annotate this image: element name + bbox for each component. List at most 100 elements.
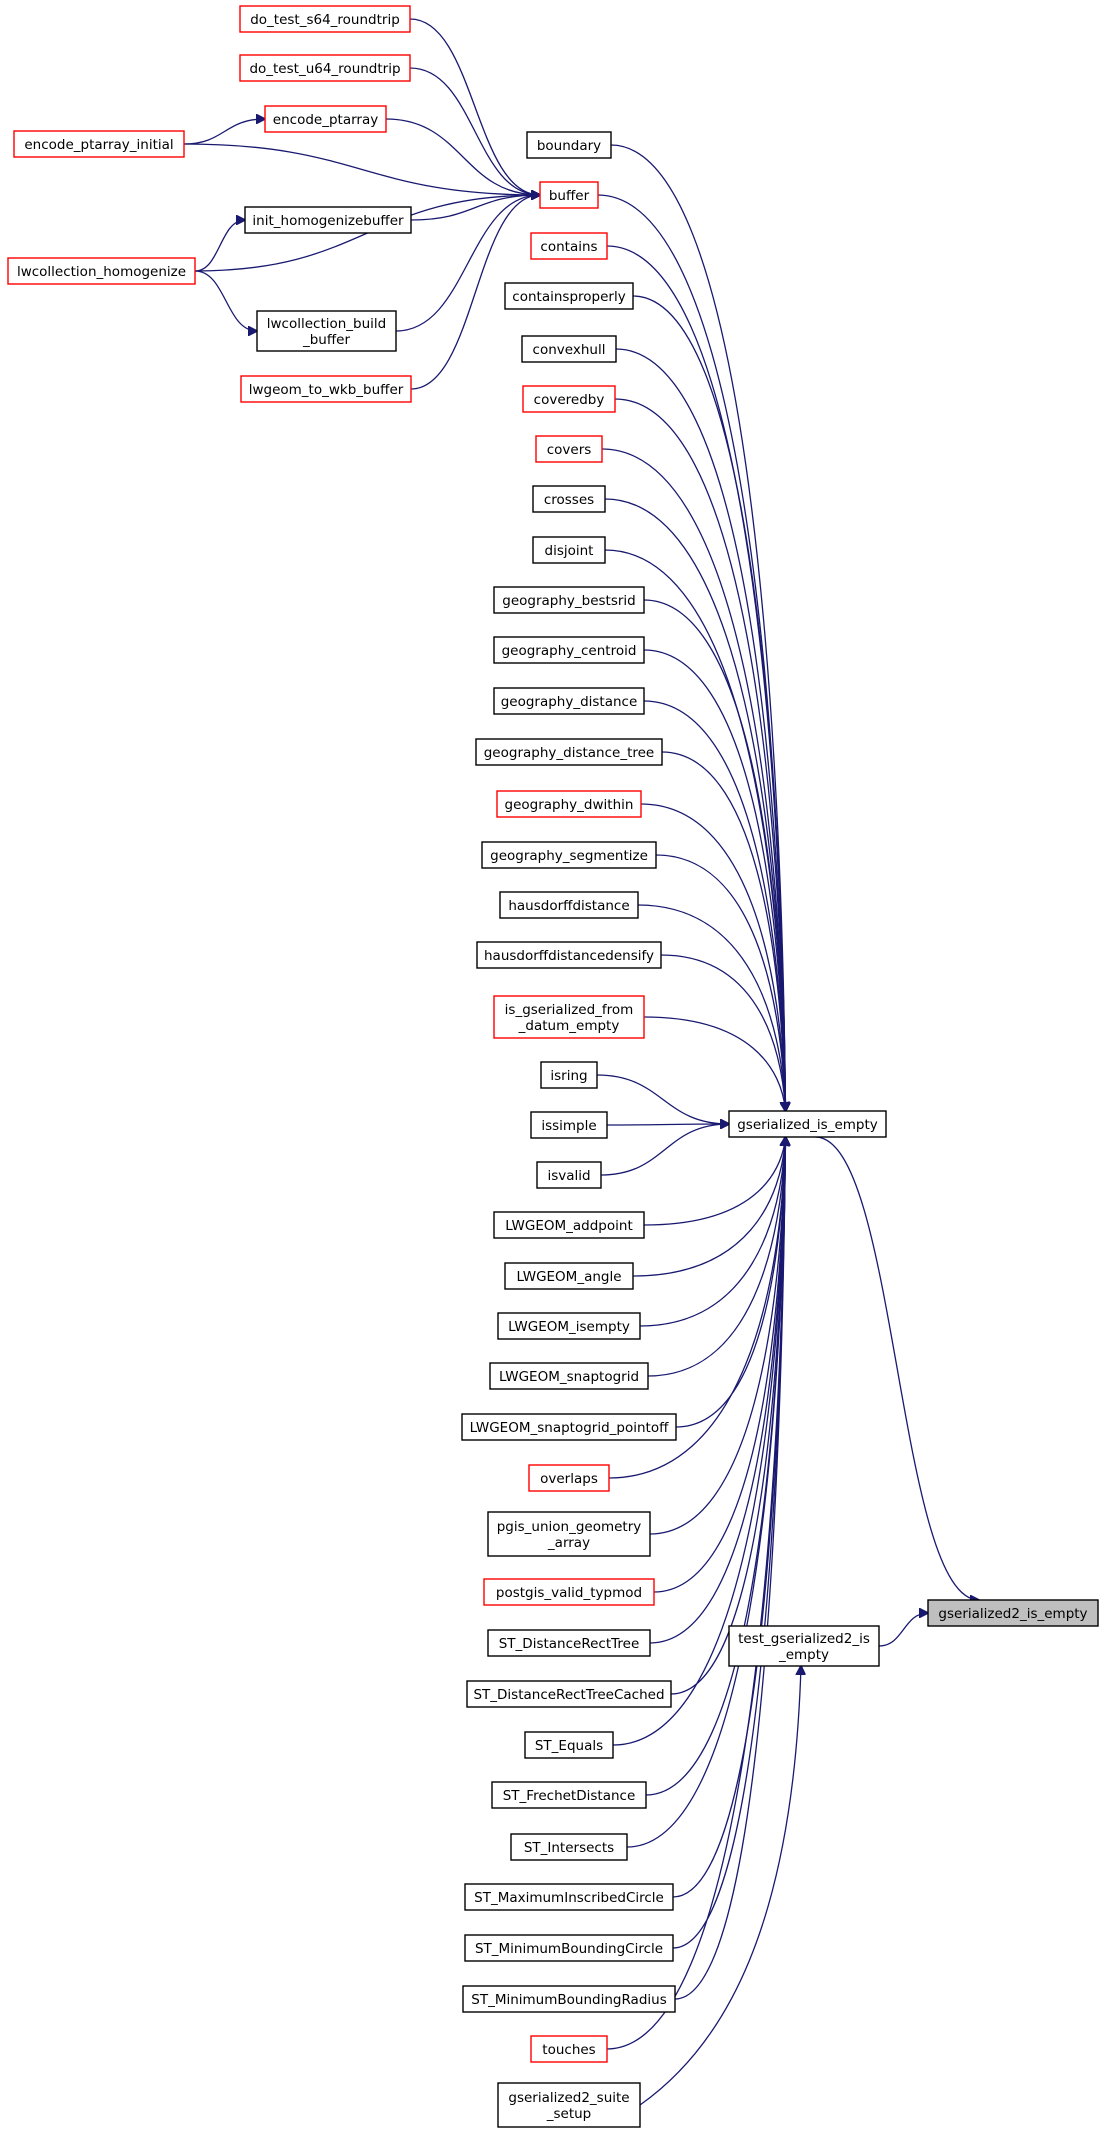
edge-LWGEOM_snaptogrid-to-gserialized_is_empty (647, 1137, 786, 1377)
node-lwcollection_homogenize[interactable]: lwcollection_homogenize (7, 257, 196, 285)
node-pgis_union_geometry_array[interactable]: pgis_union_geometry_array (487, 1511, 651, 1557)
node-label: ST_MinimumBoundingRadius (471, 1992, 666, 2008)
node-label: coveredby (534, 392, 605, 408)
edge-issimple-to-gserialized_is_empty (606, 1124, 729, 1125)
node-coveredby[interactable]: coveredby (522, 385, 616, 413)
edge-ST_Intersects-to-gserialized_is_empty (626, 1137, 786, 1848)
node-label: contains (540, 239, 597, 255)
node-buffer[interactable]: buffer (539, 181, 599, 209)
node-touches[interactable]: touches (530, 2035, 608, 2063)
node-label: geography_segmentize (490, 848, 648, 864)
node-convexhull[interactable]: convexhull (521, 335, 617, 363)
node-label: pgis_union_geometry (497, 1519, 642, 1535)
node-ST_MinimumBoundingCircle[interactable]: ST_MinimumBoundingCircle (464, 1934, 674, 1962)
node-covers[interactable]: covers (535, 435, 603, 463)
node-ST_FrechetDistance[interactable]: ST_FrechetDistance (491, 1781, 647, 1809)
edge-touches-to-gserialized_is_empty (606, 1137, 786, 2050)
node-label: boundary (537, 138, 601, 154)
node-disjoint[interactable]: disjoint (532, 536, 606, 564)
node-label: lwcollection_build (267, 316, 387, 332)
node-isvalid[interactable]: isvalid (536, 1161, 602, 1189)
edge-ST_Equals-to-gserialized_is_empty (612, 1137, 786, 1746)
node-encode_ptarray[interactable]: encode_ptarray (264, 105, 387, 133)
node-crosses[interactable]: crosses (532, 485, 606, 513)
node-isring[interactable]: isring (540, 1061, 598, 1089)
edge-lwcollection_build_buffer-to-buffer (395, 195, 540, 332)
node-label: ST_Intersects (524, 1840, 614, 1856)
node-LWGEOM_isempty[interactable]: LWGEOM_isempty (497, 1312, 641, 1340)
node-overlaps[interactable]: overlaps (528, 1464, 610, 1492)
node-label: isvalid (547, 1168, 590, 1184)
node-containsproperly[interactable]: containsproperly (504, 282, 634, 310)
node-lwgeom_to_wkb_buffer[interactable]: lwgeom_to_wkb_buffer (240, 375, 412, 403)
node-box (461, 1413, 677, 1441)
edge-postgis_valid_typmod-to-gserialized_is_empty (653, 1137, 786, 1593)
node-ST_MaximumInscribedCircle[interactable]: ST_MaximumInscribedCircle (464, 1883, 674, 1911)
node-geography_segmentize[interactable]: geography_segmentize (481, 841, 657, 869)
node-box (524, 1731, 614, 1759)
node-box (493, 586, 645, 614)
node-label: gserialized_is_empty (737, 1117, 878, 1133)
node-gserialized2_suite_setup[interactable]: gserialized2_suite_setup (497, 2082, 641, 2128)
node-postgis_valid_typmod[interactable]: postgis_valid_typmod (483, 1578, 655, 1606)
node-geography_centroid[interactable]: geography_centroid (493, 636, 645, 664)
edge-isvalid-to-gserialized_is_empty (600, 1124, 729, 1176)
node-test_gserialized2_is_empty[interactable]: test_gserialized2_is_empty (728, 1625, 880, 1667)
node-lwcollection_build_buffer[interactable]: lwcollection_build_buffer (256, 310, 397, 352)
node-geography_distance_tree[interactable]: geography_distance_tree (475, 738, 663, 766)
edge-encode_ptarray_initial-to-encode_ptarray (183, 119, 265, 145)
node-ST_Equals[interactable]: ST_Equals (524, 1731, 614, 1759)
node-do_test_u64_roundtrip[interactable]: do_test_u64_roundtrip (239, 54, 411, 82)
node-label: geography_dwithin (505, 797, 634, 813)
node-LWGEOM_snaptogrid[interactable]: LWGEOM_snaptogrid (489, 1362, 649, 1390)
node-geography_distance[interactable]: geography_distance (493, 687, 645, 715)
node-contains[interactable]: contains (530, 232, 608, 260)
node-ST_Intersects[interactable]: ST_Intersects (510, 1833, 628, 1861)
node-box (497, 1312, 641, 1340)
node-box (535, 435, 603, 463)
node-ST_DistanceRectTreeCached[interactable]: ST_DistanceRectTreeCached (466, 1680, 672, 1708)
node-label: geography_distance_tree (484, 745, 655, 761)
node-boundary[interactable]: boundary (526, 131, 612, 159)
node-hausdorffdistancedensify[interactable]: hausdorffdistancedensify (476, 941, 662, 969)
node-init_homogenizebuffer[interactable]: init_homogenizebuffer (244, 206, 412, 234)
edge-containsproperly-to-gserialized_is_empty (632, 295, 786, 1111)
node-do_test_s64_roundtrip[interactable]: do_test_s64_roundtrip (239, 5, 411, 33)
node-ST_DistanceRectTree[interactable]: ST_DistanceRectTree (487, 1629, 651, 1657)
node-LWGEOM_angle[interactable]: LWGEOM_angle (504, 1262, 634, 1290)
node-box (530, 232, 608, 260)
node-label: ST_MinimumBoundingCircle (475, 1941, 663, 1957)
edge-LWGEOM_isempty-to-gserialized_is_empty (639, 1137, 786, 1327)
node-is_gserialized_from_datum_empty[interactable]: is_gserialized_from_datum_empty (493, 995, 645, 1039)
node-box (522, 385, 616, 413)
edge-pgis_union_geometry_array-to-gserialized_is_empty (649, 1137, 786, 1535)
node-ST_MinimumBoundingRadius[interactable]: ST_MinimumBoundingRadius (462, 1985, 676, 2013)
node-label: _buffer (302, 332, 350, 348)
node-encode_ptarray_initial[interactable]: encode_ptarray_initial (13, 130, 185, 158)
node-label: encode_ptarray_initial (24, 137, 173, 153)
node-issimple[interactable]: issimple (530, 1111, 608, 1139)
node-box (493, 687, 645, 715)
node-box (493, 995, 645, 1039)
node-box (510, 1833, 628, 1861)
edge-hausdorffdistancedensify-to-gserialized_is_empty (660, 954, 786, 1111)
node-box (927, 1599, 1099, 1627)
node-LWGEOM_addpoint[interactable]: LWGEOM_addpoint (493, 1211, 645, 1239)
node-LWGEOM_snaptogrid_pointoff[interactable]: LWGEOM_snaptogrid_pointoff (461, 1413, 677, 1441)
node-box (728, 1110, 887, 1138)
node-box (728, 1625, 880, 1667)
node-geography_dwithin[interactable]: geography_dwithin (496, 790, 642, 818)
node-box (239, 5, 411, 33)
node-geography_bestsrid[interactable]: geography_bestsrid (493, 586, 645, 614)
node-box (497, 2082, 641, 2128)
node-gserialized2_is_empty[interactable]: gserialized2_is_empty (927, 1599, 1099, 1627)
node-hausdorffdistance[interactable]: hausdorffdistance (499, 891, 639, 919)
node-label: lwcollection_homogenize (17, 264, 186, 280)
node-label: geography_distance (501, 694, 638, 710)
node-gserialized_is_empty[interactable]: gserialized_is_empty (728, 1110, 887, 1138)
node-label: do_test_s64_roundtrip (250, 12, 400, 28)
node-label: is_gserialized_from (505, 1002, 634, 1018)
node-label: gserialized2_is_empty (938, 1606, 1087, 1622)
edge-gserialized2_suite_setup-to-test_gserialized2_is_empty (639, 1666, 801, 2106)
edge-geography_segmentize-to-gserialized_is_empty (655, 854, 786, 1111)
